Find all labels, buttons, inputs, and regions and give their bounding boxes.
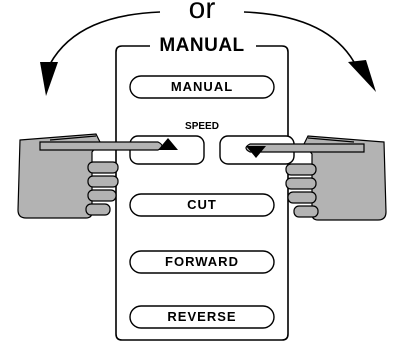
- up-arrow-icon: [158, 138, 178, 150]
- pointing-hand-left-icon: [17, 133, 163, 219]
- or-label: or: [188, 0, 216, 25]
- manual-button-label: MANUAL: [170, 79, 234, 94]
- cut-button[interactable]: [129, 193, 275, 217]
- forward-button-label: FORWARD: [165, 254, 239, 269]
- control-panel: [115, 45, 289, 341]
- speed-label: SPEED: [185, 121, 219, 132]
- cut-button-label: CUT: [187, 197, 217, 212]
- panel-title: MANUAL: [159, 35, 245, 56]
- forward-button[interactable]: [129, 250, 275, 274]
- curved-arrow-left-icon: [40, 11, 161, 96]
- curved-arrow-right-icon: [243, 11, 376, 92]
- reverse-button[interactable]: [129, 305, 275, 329]
- down-arrow-icon: [246, 146, 266, 158]
- reverse-button-label: REVERSE: [167, 309, 237, 324]
- manual-button[interactable]: [129, 75, 275, 99]
- pointing-hand-right-icon: [245, 135, 387, 221]
